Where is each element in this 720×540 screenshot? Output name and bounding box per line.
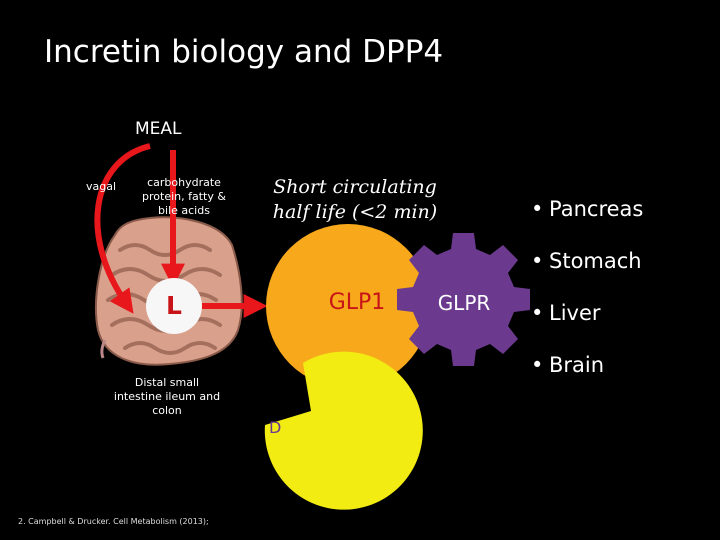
intestine-label: Distal small intestine ileum and colon	[113, 376, 221, 417]
dpp4-label: D	[269, 418, 282, 437]
glpr-receptor	[397, 233, 530, 366]
l-cell-label: L	[166, 291, 182, 320]
l-cell	[146, 278, 202, 334]
target-stomach: •Stomach	[531, 249, 642, 273]
glp1-label: GLP1	[328, 290, 386, 315]
nutrients-label: carbohydrate protein, fatty & bile acids	[142, 176, 226, 217]
meal-arrows	[94, 143, 268, 318]
glp1-circle	[266, 224, 430, 388]
slide-title: Incretin biology and DPP4	[44, 34, 444, 70]
half-life-label: Short circulating half life (<2 min)	[272, 176, 438, 223]
target-brain: •Brain	[531, 353, 605, 377]
glpr-label: GLPR	[437, 291, 491, 315]
vagal-arrow	[94, 143, 151, 314]
citation: 2. Campbell & Drucker. Cell Metabolism (…	[18, 517, 209, 526]
meal-label: MEAL	[135, 119, 182, 139]
vagal-label: vagal	[86, 180, 117, 193]
target-liver: •Liver	[531, 301, 601, 325]
target-pancreas: •Pancreas	[531, 197, 644, 221]
dpp4-enzyme	[264, 351, 423, 510]
